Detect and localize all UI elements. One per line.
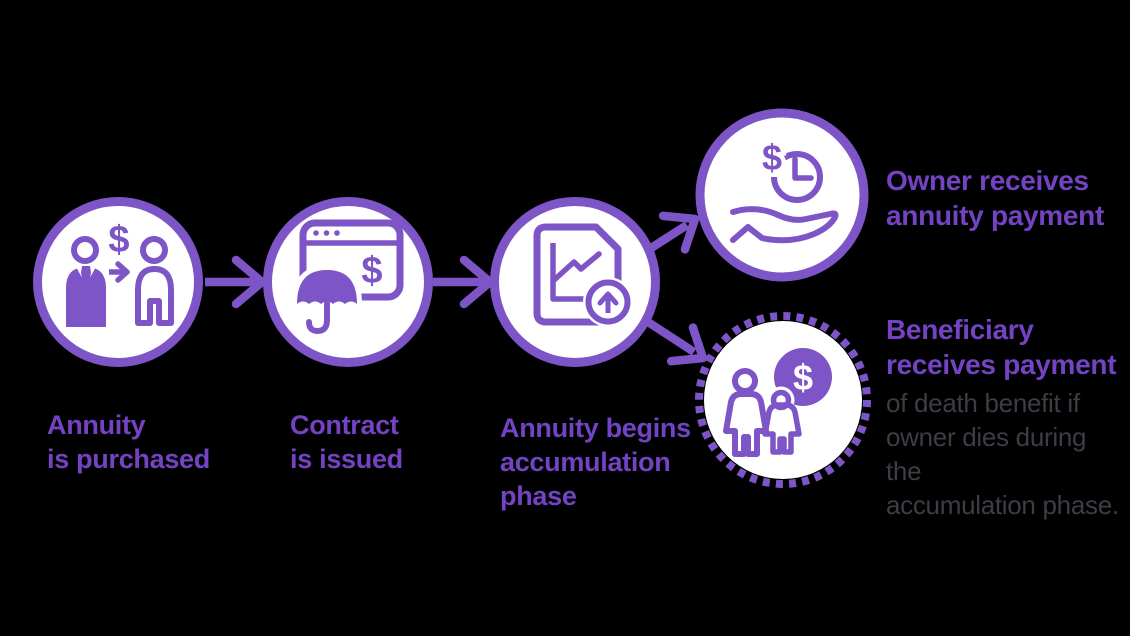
exchange-arrow-icon [109,261,130,283]
dollar-sign: $ [108,219,129,261]
upload-arrow-badge [583,277,633,327]
outcome-label-beneficiary-body: of death benefit if owner dies during th… [886,388,1119,520]
outcome-label-owner-payment: Owner receives annuity payment [886,165,1104,231]
dollar-sign: $ [762,137,782,178]
contract-umbrella-icon: $ [292,219,404,339]
umbrella-shape [292,265,362,339]
seller-person-figure [66,236,106,327]
step-label-contract-issued: Contract is issued [290,410,403,474]
step-circle-accumulation-phase [490,197,660,367]
outcome-circle-beneficiary-payment: $ [695,312,871,488]
buyer-person-figure [135,236,174,326]
child-person-figure [762,386,802,455]
arrow-step1-to-step2 [205,255,267,309]
clock-shape [771,151,823,203]
step-label-accumulation-phase: Annuity begins accumulation phase [500,413,691,511]
step-label-annuity-purchased: Annuity is purchased [47,410,210,474]
beneficiaries-money-icon: $ [723,348,832,457]
adult-person-figure [723,368,769,457]
arrow-step2-to-step3 [433,255,495,309]
document-growth-upload-icon [533,223,633,327]
arrow-step3-to-owner [645,211,700,254]
outcome-block-beneficiary-payment: Beneficiary receives payment of death be… [886,312,1121,522]
outcome-circle-owner-payment: $ [695,108,869,282]
growth-chart-shape [550,243,602,302]
people-money-exchange-icon: $ [66,219,174,327]
arrow-step3-to-beneficiary [645,318,708,366]
outcome-label-beneficiary-title: Beneficiary receives payment [886,314,1117,380]
open-hand-shape [730,206,839,244]
hand-holding-time-money-icon: $ [730,133,839,244]
dollar-sign: $ [361,250,382,292]
dollar-sign: $ [793,357,813,398]
step-circle-contract-issued: $ [263,197,433,367]
step-circle-annuity-purchased: $ [33,197,203,367]
